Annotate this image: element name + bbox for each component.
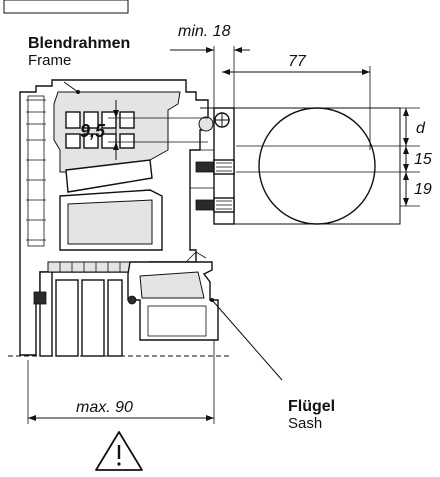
sash-leader-line [211, 299, 283, 381]
dim-max-90: max. 90 [76, 399, 133, 416]
dim-19: 19 [414, 181, 432, 198]
frame-label-en: Frame [28, 52, 71, 69]
dim-min-18: min. 18 [178, 23, 231, 40]
sash-label-de: Flügel [288, 398, 335, 415]
warning-triangle-icon [95, 431, 143, 471]
title-box-edge [3, 0, 129, 14]
dimension-right-stack [236, 107, 420, 207]
sash-profile [127, 251, 219, 341]
frame-leader-line [63, 81, 79, 93]
dim-d: d [416, 120, 426, 137]
dim-9-5: 9,5 [80, 121, 106, 141]
dimension-max90 [27, 340, 215, 424]
hinge-fitting [190, 107, 235, 225]
frame-label-de: Blendrahmen [28, 35, 130, 52]
sash-leader-dot [210, 298, 214, 302]
dimension-9-5 [108, 100, 208, 160]
dimension-min18 [170, 46, 250, 108]
dim-15: 15 [414, 151, 432, 168]
frame-leader-dot [76, 90, 80, 94]
frame-profile [19, 79, 209, 357]
dimension-77 [222, 66, 371, 150]
dim-77: 77 [288, 53, 307, 70]
cylinder-circle [233, 107, 401, 225]
sash-label-en: Sash [288, 415, 322, 432]
